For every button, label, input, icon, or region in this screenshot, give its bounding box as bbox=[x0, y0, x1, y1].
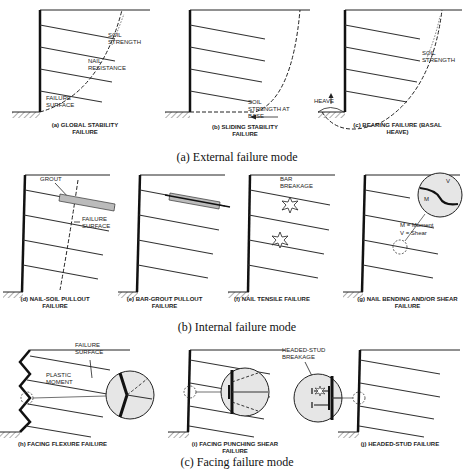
nail-bars bbox=[26, 356, 110, 437]
callout-label: SOIL STRENGTH bbox=[422, 50, 462, 64]
wall-facing bbox=[358, 350, 360, 432]
nail-bars bbox=[345, 25, 420, 102]
ground-line bbox=[3, 175, 460, 292]
ground-hatch bbox=[0, 432, 20, 438]
callout-label: M bbox=[424, 196, 434, 203]
leader-line bbox=[33, 396, 106, 398]
nail-bars bbox=[23, 190, 115, 279]
callout-label: SOIL STRENGTH bbox=[108, 32, 148, 46]
bent-bar bbox=[420, 188, 458, 204]
wall-facing bbox=[20, 350, 30, 432]
wall-facing bbox=[362, 175, 365, 292]
detail-inset bbox=[294, 374, 342, 422]
leader-line bbox=[342, 398, 353, 399]
ground-hatch bbox=[338, 432, 359, 438]
nail-bars bbox=[248, 190, 330, 278]
callout-label: PLASTIC MOMENT bbox=[46, 372, 82, 386]
breakage-star bbox=[272, 232, 288, 248]
panel-caption: (j) HEADED-STUD FAILURE bbox=[345, 441, 455, 448]
breakage-star bbox=[282, 197, 298, 213]
soil-strength-lines bbox=[112, 14, 440, 62]
wall-facings bbox=[20, 10, 365, 432]
pulled-bar bbox=[165, 195, 230, 207]
panel-caption: (e) BAR-GROUT PULLOUT FAILURE bbox=[122, 296, 207, 310]
callout-label: BAR BREAKAGE bbox=[280, 176, 320, 190]
wall-facing bbox=[188, 350, 190, 432]
grout-sheaths bbox=[59, 193, 220, 211]
callout-label: NAIL RESISTANCE bbox=[88, 58, 133, 72]
ground-line bbox=[12, 10, 462, 112]
leader-line bbox=[90, 360, 92, 378]
panel-caption: (g) NAIL BENDING AND/OR SHEAR FAILURE bbox=[350, 296, 465, 310]
panel-caption: (f) NAIL TENSILE FAILURE bbox=[232, 296, 312, 303]
callout-label: HEAVE bbox=[314, 98, 344, 105]
section-caption: (c) Facing failure mode bbox=[0, 455, 474, 469]
section-caption: (b) Internal failure mode bbox=[0, 320, 474, 334]
panel-caption: (b) SLIDING STABILITY FAILURE bbox=[200, 124, 290, 138]
panel-caption: (d) NAIL-SOIL PULLOUT FAILURE bbox=[10, 296, 100, 310]
failure-surface bbox=[190, 10, 300, 112]
grout-sheath bbox=[59, 194, 115, 211]
leader-line bbox=[74, 222, 80, 223]
detail-marker bbox=[21, 392, 33, 404]
callout-label: M = Moment bbox=[400, 222, 460, 229]
panel-caption: (i) FACING PUNCHING SHEAR FAILURE bbox=[180, 441, 290, 455]
ground-hatch bbox=[12, 112, 40, 118]
arrow-head bbox=[329, 93, 334, 98]
punching-cone bbox=[232, 373, 258, 411]
panel-caption: (c) BEARING FAILURE (BASAL HEAVE) bbox=[350, 122, 445, 136]
ground-hatch bbox=[168, 432, 189, 438]
callout-label: V bbox=[446, 178, 456, 185]
callout-label: FAILURE SURFACE bbox=[46, 95, 84, 109]
heave-bump bbox=[318, 108, 344, 113]
detail-inset bbox=[418, 173, 462, 217]
wall-facing bbox=[248, 175, 250, 292]
detail-marker bbox=[184, 386, 196, 398]
nail-bar bbox=[232, 391, 268, 392]
nail-bars bbox=[190, 25, 265, 102]
ground-hatch bbox=[165, 112, 190, 118]
ground-hatch bbox=[3, 292, 23, 298]
callout-label: SOIL STRENGTH AT BASE bbox=[248, 99, 296, 120]
failure-surface bbox=[127, 378, 148, 395]
nail-bar bbox=[127, 395, 152, 399]
section-caption: (a) External failure mode bbox=[0, 150, 474, 164]
wall-facing bbox=[137, 175, 140, 292]
leader-lines bbox=[55, 96, 344, 388]
failure-surface bbox=[322, 10, 442, 129]
breakage-star bbox=[315, 386, 325, 396]
failure-surface bbox=[40, 10, 122, 112]
ground-lines bbox=[0, 10, 462, 432]
bearing-plate bbox=[328, 386, 330, 410]
callout-label: FAILURE SURFACE bbox=[82, 216, 117, 230]
bearing-plate bbox=[228, 385, 230, 399]
detail-inset bbox=[221, 368, 269, 416]
panel-caption: (a) GLOBAL STABILITY FAILURE bbox=[45, 122, 125, 136]
callout-label: HEADED-STUD BREAKAGE bbox=[282, 347, 332, 361]
bent-facing bbox=[120, 373, 127, 417]
callout-label: FAILURE SURFACE bbox=[75, 342, 115, 356]
callout-label: GROUT bbox=[40, 176, 70, 183]
nail-bars bbox=[189, 360, 270, 437]
callout-label: V = Shear bbox=[400, 230, 460, 237]
nail-bars bbox=[40, 25, 115, 102]
detail-marker bbox=[353, 392, 365, 404]
panel-caption: (h) FACING FLEXURE FAILURE bbox=[15, 441, 110, 448]
leader-line bbox=[196, 392, 221, 393]
detail-inset bbox=[106, 371, 154, 419]
soil-nails bbox=[23, 25, 440, 437]
wall-facing bbox=[22, 175, 25, 292]
nail-bars bbox=[359, 360, 440, 437]
breakage-stars bbox=[272, 197, 298, 248]
detail-marker bbox=[393, 240, 407, 254]
nail-bar bbox=[332, 397, 342, 398]
